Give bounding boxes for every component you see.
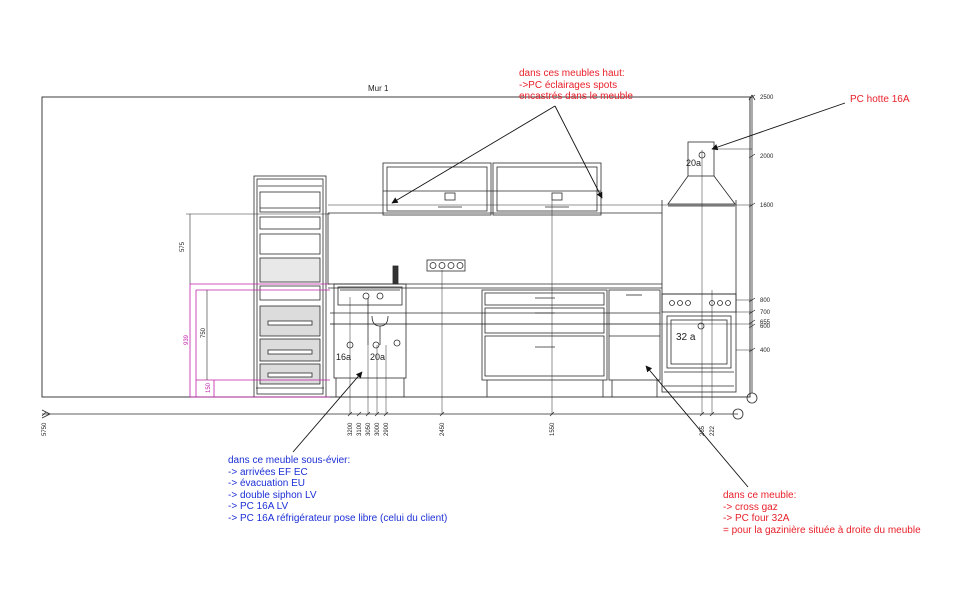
bottom-tick (383, 411, 389, 417)
sink-fittings (346, 292, 401, 349)
note-sink-line: -> PC 16A LV (228, 501, 289, 512)
right-level-axis (748, 94, 756, 393)
wall-outline (41, 96, 751, 398)
level-label: 800 (760, 298, 771, 304)
bottom-dimension-label: 3200 (348, 422, 354, 436)
sink-unit (333, 265, 407, 397)
level-label: 600 (760, 324, 771, 330)
bottom-tick (41, 411, 47, 417)
level-label: 700 (760, 310, 771, 316)
bottom-tick (699, 411, 705, 417)
bottom-dimension-line (41, 409, 738, 419)
note-sink-line: -> double siphon LV (228, 489, 317, 501)
bottom-dimension-label: 5750 (42, 422, 48, 436)
bottom-dimension-label: 2900 (384, 422, 390, 436)
level-tick (748, 94, 756, 100)
dim-575: 575 (180, 241, 186, 252)
cooker-knobs (669, 300, 731, 330)
note-cooker-line: -> cross gaz (723, 501, 778, 513)
backsplash-and-worktop (327, 212, 662, 325)
note-cooker-heading: dans ce meuble: (723, 490, 797, 501)
note-cooker-line: -> PC four 32A (723, 513, 790, 524)
socket-label-oven: 32 a (676, 332, 696, 343)
socket-label-sink-left: 16a (336, 352, 351, 362)
level-label: 2500 (760, 95, 774, 101)
level-label: 2000 (760, 154, 774, 160)
bottom-dimension-label: 3000 (375, 422, 381, 436)
narrow-unit (608, 289, 661, 397)
bottom-dimension-label: 222 (710, 425, 716, 436)
extractor-hood (661, 141, 737, 294)
wall-title: Mur 1 (368, 84, 389, 93)
note-upper-heading: dans ces meubles haut: (519, 68, 625, 79)
level-label: 655 (760, 320, 771, 326)
level-label: 1600 (760, 203, 774, 209)
note-sink-line: -> évacuation EU (228, 478, 305, 489)
dim-750: 750 (201, 327, 207, 338)
level-label: 400 (760, 348, 771, 354)
note-hood: PC hotte 16A (850, 94, 909, 106)
horizontal-reference-lines (328, 148, 752, 351)
note-upper-cabinets: dans ces meubles haut: ->PC éclairages s… (519, 68, 633, 103)
note-cooker-line: = pour la gazinière située à droite du m… (723, 524, 921, 536)
level-tick (748, 153, 756, 159)
bottom-dimension-label: 2450 (440, 422, 446, 436)
note-sink-line: -> arrivées EF EC (228, 466, 308, 478)
cooker (661, 293, 737, 393)
bottom-dimension-label: 265 (700, 425, 706, 436)
left-dimensions (189, 283, 330, 398)
level-tick (748, 319, 756, 325)
bottom-tick (709, 411, 715, 417)
left-dimension-grey (186, 213, 330, 380)
bottom-tick (549, 411, 555, 417)
socket-label-sink-right: 20a (370, 352, 385, 362)
bottom-tick (365, 411, 371, 417)
dim-939: 939 (184, 334, 190, 345)
note-sink-line: -> PC 16A réfrigérateur pose libre (celu… (228, 512, 448, 524)
drawer-unit (481, 289, 608, 397)
note-sink-unit: dans ce meuble sous-évier: -> arrivées E… (228, 455, 447, 524)
upper-cabinets (382, 162, 602, 216)
dim-150: 150 (206, 382, 212, 393)
note-sink-heading: dans ce meuble sous-évier: (228, 455, 351, 466)
bottom-dimension-label: 3100 (357, 422, 363, 436)
leader-lines (292, 102, 846, 488)
vertical-reference-lines (349, 150, 713, 414)
bottom-dimension-label: 3050 (366, 422, 372, 436)
bottom-dimension-label: 1550 (550, 422, 556, 436)
level-tick (748, 323, 756, 329)
socket-label-hood: 20a (686, 158, 701, 168)
note-upper-line: ->PC éclairages spots (519, 79, 618, 91)
bottom-tick (347, 411, 353, 417)
note-cooker-unit: dans ce meuble: -> cross gaz -> PC four … (723, 490, 921, 536)
bottom-tick (439, 411, 445, 417)
bottom-tick (374, 411, 380, 417)
bottom-tick (356, 411, 362, 417)
note-hood-heading: PC hotte 16A (850, 94, 910, 105)
note-upper-line: encastrés dans le meuble (519, 91, 633, 102)
wall-socket-strip (426, 259, 466, 272)
section-marker-bottom (732, 408, 744, 420)
tall-fridge-column (253, 175, 327, 398)
section-marker-right (746, 392, 758, 404)
